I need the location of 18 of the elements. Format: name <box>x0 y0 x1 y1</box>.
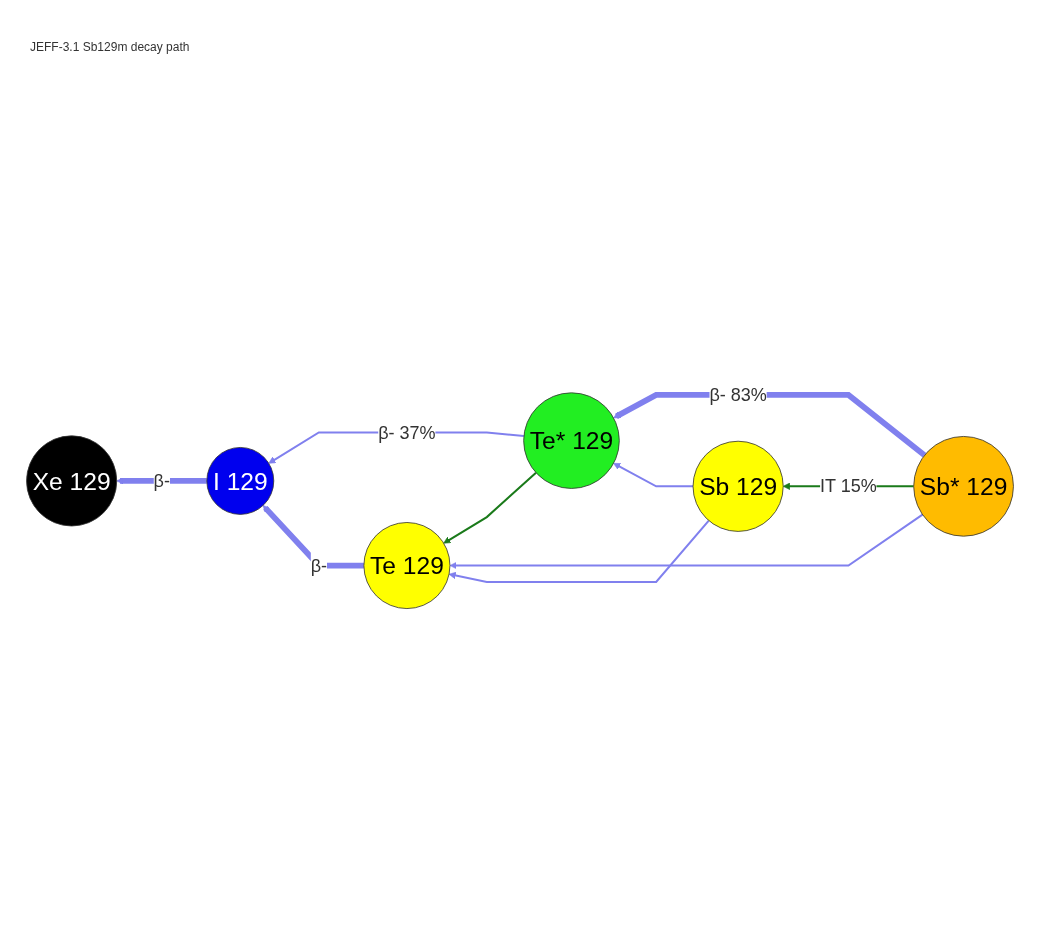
node-circle: Te* 129 <box>523 392 620 489</box>
node-circle: Sb 129 <box>692 440 784 532</box>
edge-label: β- <box>310 555 328 576</box>
edge-label: β- 83% <box>709 384 767 406</box>
node-circle: Xe 129 <box>26 435 118 527</box>
arrow <box>262 505 364 569</box>
arrow <box>116 477 207 485</box>
arrow <box>613 463 693 488</box>
node-circle: I 129 <box>206 447 275 515</box>
edge-label: IT 15% <box>820 476 877 497</box>
edge-label: β- <box>153 470 170 492</box>
arrow <box>449 513 924 570</box>
edge-label: β- 37% <box>378 422 436 443</box>
diagram-title: JEFF-3.1 Sb129m decay path <box>30 40 190 54</box>
arrow <box>443 471 537 544</box>
arrow <box>448 519 710 583</box>
node-circle: Sb* 129 <box>913 436 1014 537</box>
node-circle: Te 129 <box>363 522 451 609</box>
